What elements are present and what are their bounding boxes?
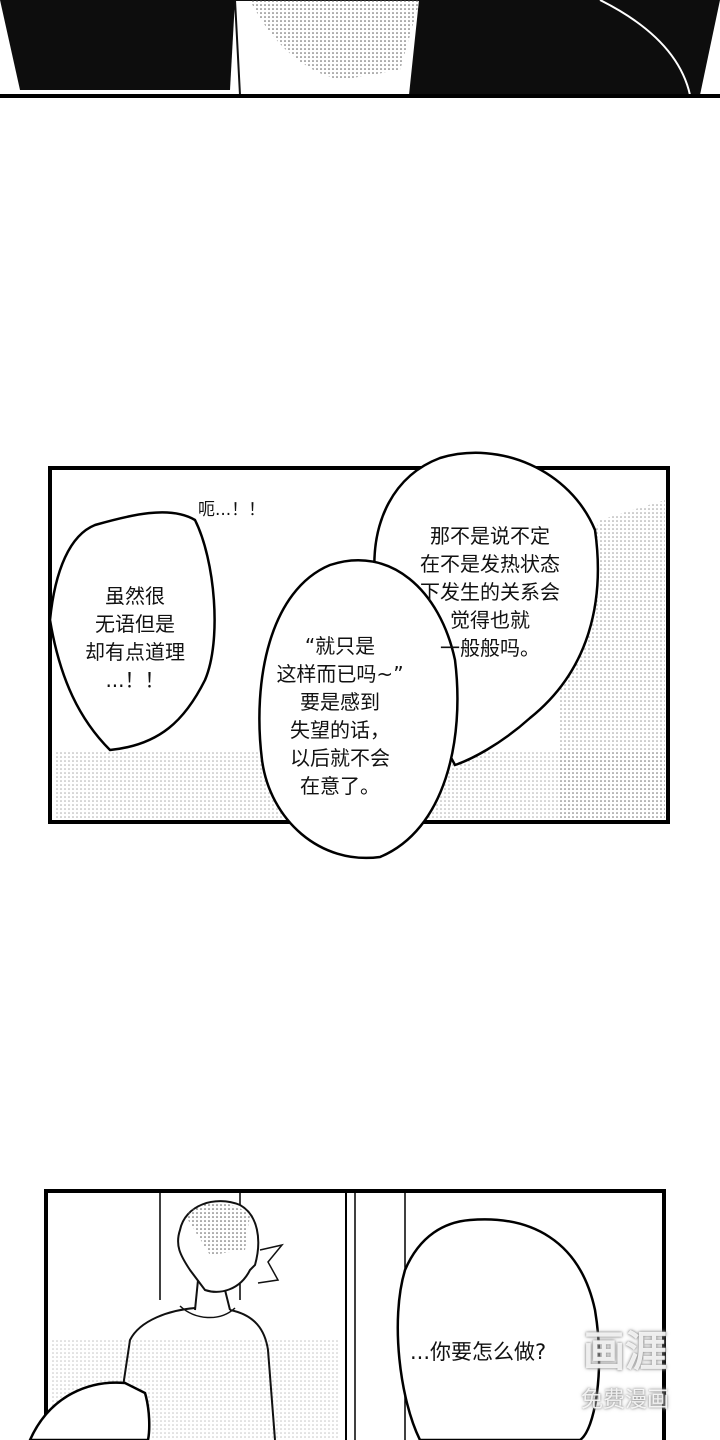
watermark-logo: 画涯 [582,1327,667,1376]
watermark-caption: 免费漫画 [580,1388,669,1413]
bubble-right-text: 那不是说不定 在不是发热状态 下发生的关系会 觉得也就 一般般吗。 [420,524,560,660]
speech-bubble-left-bottom [28,1381,151,1440]
panel-3 [28,1189,666,1440]
bubble-bottom-right-text: ...你要怎么做? [410,1340,547,1364]
exclamation-text: 呃...！！ [198,500,266,520]
speech-bubble-center [258,559,459,860]
top-panel [0,0,720,98]
panel-2 [48,451,670,860]
character-figure [114,1200,284,1440]
bubble-center-text: “就只是 这样而已吗~” 要是感到 失望的话， 以后就不会 在意了。 [276,634,404,798]
bubble-left-text: 虽然很 无语但是 却有点道理 ...！！ [85,584,185,692]
speech-bubble-left [48,511,216,752]
